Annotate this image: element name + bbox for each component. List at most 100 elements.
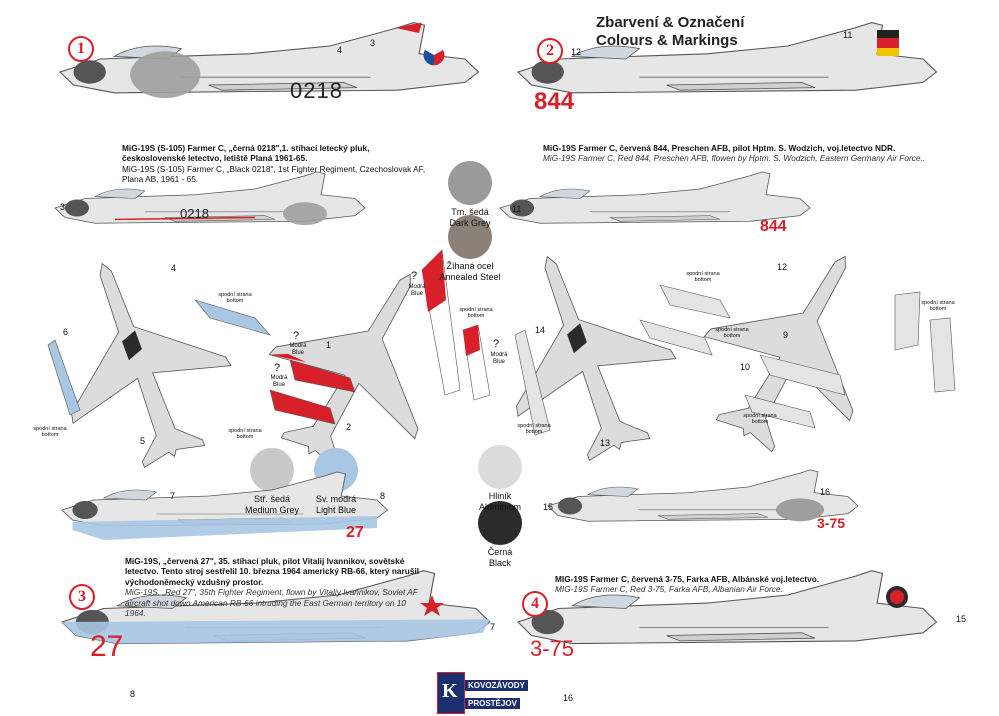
callout-7-lower: 7 — [490, 622, 496, 632]
aircraft-1-side-small — [54, 171, 366, 226]
serial-0218-small: 0218 — [180, 206, 209, 221]
callout-15-lower: 15 — [956, 614, 967, 624]
wing-blue-2 — [47, 339, 81, 416]
serial-27-small: 27 — [346, 524, 364, 541]
callout-15: 15 — [543, 502, 554, 512]
question-mark-3: ? — [293, 330, 300, 342]
callout-9: 9 — [783, 330, 789, 340]
wing-grey-gdr-2 — [639, 319, 713, 356]
logo-mark: K — [437, 672, 465, 714]
swatch-aluminium — [478, 445, 522, 489]
callout-7: 7 — [170, 491, 176, 501]
serial-375-small: 3-75 — [817, 515, 846, 531]
tail-red-3 — [289, 359, 356, 393]
aircraft-2-top-view — [469, 226, 699, 479]
caption-1-cz: MiG-19S (S-105) Farmer C, „černá 0218",1… — [122, 143, 370, 164]
caption-1: MiG-19S (S-105) Farmer C, „černá 0218",1… — [122, 143, 426, 185]
callout-11: 11 — [843, 30, 853, 40]
callout-3-top: 3 — [370, 38, 376, 48]
callout-3: 3 — [60, 202, 66, 212]
logo-line2: PROSTĚJOV — [465, 698, 520, 709]
wing-blue-1 — [194, 299, 271, 336]
roundel-czech-1 — [423, 44, 445, 66]
kovozavody-logo: K KOVOZÁVODY PROSTĚJOV — [437, 672, 537, 714]
aircraft-2-side-small — [499, 171, 811, 224]
badge-3: 3 — [69, 584, 95, 610]
caption-4-cz: MIG-19S Farmer C, červená 3-75, Farka AF… — [555, 574, 820, 584]
aircraft-1-side-large — [59, 21, 480, 98]
callout-13: 13 — [600, 438, 611, 448]
caption-2-en: MiG-19S Farmer C, Red 844, Preschen AFB,… — [543, 153, 926, 164]
wing-gdr-lower-2 — [744, 394, 816, 429]
badge-1: 1 — [68, 36, 94, 62]
aircraft-3-side-large — [61, 570, 491, 645]
caption-3-en: MiG-19S, „Red 27", 35th Fighter Regiment… — [125, 587, 418, 619]
callout-16: 16 — [820, 487, 831, 497]
wing-gdr-lower-1 — [759, 354, 846, 396]
badge-2: 2 — [537, 38, 563, 64]
callout-5: 5 — [140, 436, 146, 446]
callout-8-lower: 8 — [130, 689, 136, 699]
wing-grey-gdr-1 — [659, 284, 731, 319]
callout-16-lower: 16 — [563, 693, 574, 703]
swatch-dark-grey — [448, 161, 492, 205]
question-mark-1: ? — [411, 270, 418, 282]
callout-4: 4 — [337, 45, 343, 55]
aircraft-1-top-view — [24, 233, 254, 486]
callout-2: 2 — [346, 422, 352, 432]
question-mark-2: ? — [493, 338, 500, 350]
title-english: Colours & Markings — [596, 32, 738, 49]
caption-3-cz: MiG-19S, „červená 27", 35. stíhací pluk,… — [125, 556, 420, 587]
question-mark-4: ? — [274, 362, 281, 374]
swatch-annealed-steel — [448, 215, 492, 259]
aircraft-3-side-small — [61, 471, 389, 540]
callout-6: 6 — [63, 327, 69, 337]
swatch-black — [478, 501, 522, 545]
logo-line1: KOVOZÁVODY — [465, 680, 528, 691]
caption-3: MiG-19S, „červená 27", 35. stíhací pluk,… — [125, 556, 423, 618]
serial-27-large: 27 — [90, 630, 124, 663]
callout-8: 8 — [380, 491, 386, 501]
serial-844-small: 844 — [760, 218, 787, 235]
aircraft-4-side-small — [547, 469, 859, 522]
callout-1: 1 — [326, 340, 332, 350]
tail-gdr-2 — [929, 317, 956, 393]
caption-4-en: MIG-19S Farmer C, Red 3-75, Farka AFB, A… — [555, 584, 783, 595]
aircraft-1-bottom-view — [235, 232, 486, 497]
badge-4: 4 — [522, 591, 548, 617]
red-star-3 — [420, 595, 444, 616]
callout-14: 14 — [535, 325, 546, 335]
title-czech: Zbarvení & Označení — [596, 14, 745, 31]
tail-red-4 — [269, 389, 336, 425]
wing-grey-gdr-3 — [514, 329, 551, 436]
callout-10: 10 — [740, 362, 751, 372]
tail-gdr-1 — [894, 291, 921, 351]
serial-375-large: 3-75 — [530, 636, 575, 661]
callout-11-lower: 11 — [512, 204, 522, 214]
serial-844-large: 844 — [534, 88, 575, 115]
caption-2-cz: MiG-19S Farmer C, červená 844, Preschen … — [543, 143, 896, 153]
callout-4-lower: 4 — [171, 263, 177, 273]
caption-4: MIG-19S Farmer C, červená 3-75, Farka AF… — [555, 574, 915, 595]
